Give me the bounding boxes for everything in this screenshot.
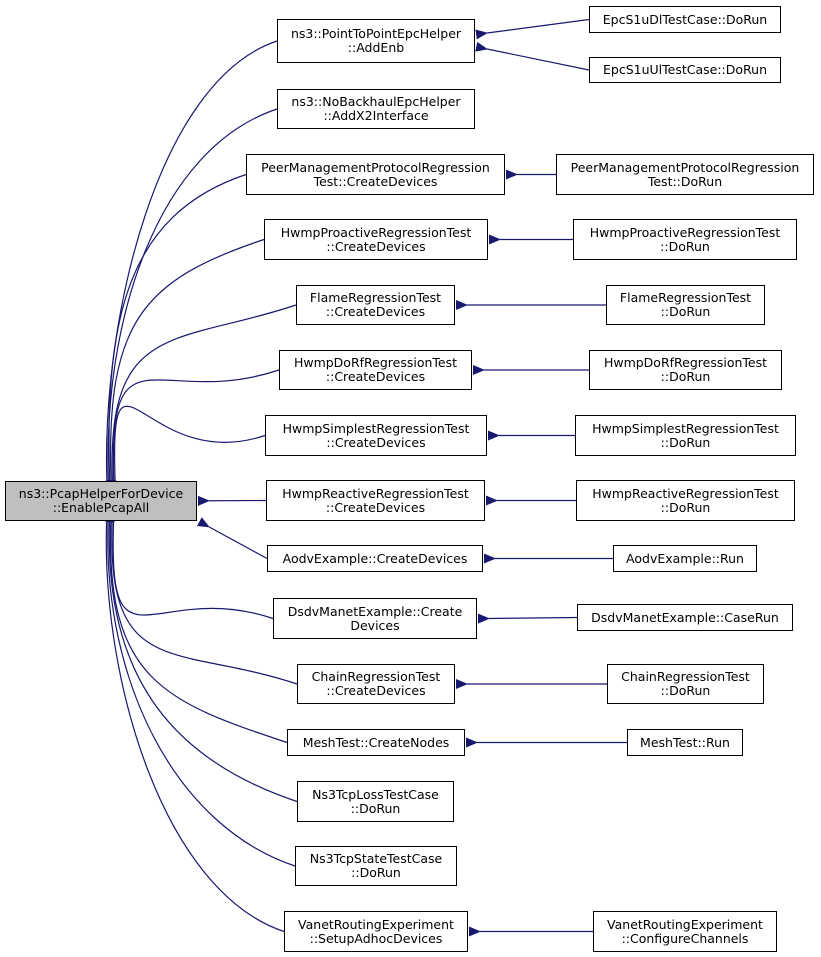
node-label-line: ::EnablePcapAll [52,500,150,515]
edge-c9-to-root [196,517,268,560]
edge-c7-to-root [110,405,266,491]
node-o8[interactable]: HwmpReactiveRegressionTest::DoRun [576,480,795,521]
node-label-line: PeerManagementProtocolRegression [261,159,490,175]
node-label-line: ::CreateDevices [325,304,426,319]
node-c7[interactable]: HwmpSimplestRegressionTest::CreateDevice… [265,415,487,456]
node-label-line: ::CreateDevices [325,369,426,384]
node-c9[interactable]: AodvExample::CreateDevices [267,545,483,572]
node-c15[interactable]: VanetRoutingExperiment::SetupAdhocDevice… [284,911,468,952]
node-label-line: ::DoRun [660,434,711,450]
node-c13[interactable]: Ns3TcpLossTestCase::DoRun [297,781,454,822]
node-root[interactable]: ns3::PcapHelperForDevice::EnablePcapAll [5,481,197,521]
node-label-line: ::ConfigureChannels [621,930,749,946]
node-label-line: FlameRegressionTest [619,290,752,305]
node-c14[interactable]: Ns3TcpStateTestCase::DoRun [295,846,457,886]
node-c4[interactable]: HwmpProactiveRegressionTest::CreateDevic… [264,219,488,260]
node-label-line: Ns3TcpLossTestCase [312,786,439,802]
node-label-line: ::DoRun [351,865,401,880]
node-label-line: ::CreateDevices [326,683,426,698]
node-label-line: DsdvManetExample::CaseRun [591,609,779,625]
edge-c10-to-root [108,511,274,620]
edge-o1a-to-c1 [475,18,590,40]
node-label-line: ns3::PointToPointEpcHelper [290,26,462,41]
node-o12[interactable]: MeshTest::Run [627,729,743,756]
edge-c12-to-root [106,511,288,744]
edge-c6-to-root [109,369,280,491]
node-label-line: ::DoRun [660,683,711,698]
node-label-line: ::AddEnb [347,40,405,55]
edge-c14-to-root [103,511,296,867]
node-label-line: ::CreateDevices [326,238,426,254]
node-label-line: HwmpDoRfRegressionTest [293,355,458,370]
node-o10[interactable]: DsdvManetExample::CaseRun [577,604,793,631]
node-o11[interactable]: ChainRegressionTest::DoRun [607,664,764,704]
node-c1[interactable]: ns3::PointToPointEpcHelper::AddEnb [277,19,475,63]
node-label-line: VanetRoutingExperiment [607,916,763,932]
node-label-line: HwmpProactiveRegressionTest [589,224,781,240]
edge-c3-to-root [104,173,247,491]
node-label-line: Test::CreateDevices [313,173,438,189]
node-label-line: ::DoRun [660,499,711,515]
node-label-line: DsdvManetExample::Create [287,603,463,619]
node-c8[interactable]: HwmpReactiveRegressionTest::CreateDevice… [266,480,485,521]
node-label-line: ::DoRun [660,369,711,384]
node-label-line: ::SetupAdhocDevices [309,930,443,946]
edge-c4-to-root [106,238,265,491]
node-label-line: EpcS1uDlTestCase::DoRun [602,11,768,27]
node-label-line: FlameRegressionTest [309,290,442,305]
node-label-line: ::AddX2Interface [323,108,429,123]
node-o15[interactable]: VanetRoutingExperiment::ConfigureChannel… [593,911,777,952]
node-c5[interactable]: FlameRegressionTest::CreateDevices [296,285,455,325]
node-o1a[interactable]: EpcS1uDlTestCase::DoRun [589,6,781,33]
edge-c5-to-root [107,304,297,491]
node-o9[interactable]: AodvExample::Run [613,545,757,572]
node-o7[interactable]: HwmpSimplestRegressionTest::DoRun [575,415,796,456]
node-label-line: Test::DoRun [647,173,723,189]
node-c2[interactable]: ns3::NoBackhaulEpcHelper::AddX2Interface [277,89,475,129]
node-o6[interactable]: HwmpDoRfRegressionTest::DoRun [589,350,782,390]
edge-c13-to-root [104,511,298,803]
node-label-line: ::CreateDevices [325,499,426,515]
node-label-line: ChainRegressionTest [311,669,441,684]
node-label-line: HwmpDoRfRegressionTest [603,355,768,370]
node-o5[interactable]: FlameRegressionTest::DoRun [606,285,765,325]
node-label-line: MeshTest::CreateNodes [302,734,450,750]
node-label-line: ::DoRun [660,238,710,254]
node-c11[interactable]: ChainRegressionTest::CreateDevices [297,664,455,704]
node-label-line: HwmpReactiveRegressionTest [592,485,779,501]
node-label-line: ::CreateDevices [326,434,426,450]
node-label-line: MeshTest::Run [640,734,730,750]
node-label-line: HwmpProactiveRegressionTest [280,224,472,240]
edge-c15-to-root [101,511,285,933]
node-label-line: HwmpReactiveRegressionTest [282,485,469,501]
node-label-line: ns3::PcapHelperForDevice [18,486,184,501]
edge-c1-to-root [102,40,278,491]
node-label-line: Ns3TcpStateTestCase [309,851,443,866]
node-label-line: HwmpSimplestRegressionTest [282,420,470,436]
node-o1b[interactable]: EpcS1uUlTestCase::DoRun [589,57,781,83]
node-label-line: ::DoRun [660,304,711,319]
node-label-line: VanetRoutingExperiment [298,916,454,932]
node-label-line: EpcS1uUlTestCase::DoRun [602,62,767,77]
node-c6[interactable]: HwmpDoRfRegressionTest::CreateDevices [279,350,472,390]
node-c12[interactable]: MeshTest::CreateNodes [287,729,465,756]
node-label-line: HwmpSimplestRegressionTest [592,420,779,436]
node-o4[interactable]: HwmpProactiveRegressionTest::DoRun [573,219,797,260]
node-label-line: ::DoRun [350,800,401,816]
node-label-line: AodvExample::Run [626,550,744,566]
node-label-line: AodvExample::CreateDevices [282,550,468,566]
edge-o1b-to-c1 [475,41,590,71]
edge-c11-to-root [107,511,298,685]
node-label-line: Devices [350,617,400,633]
edge-o10-to-c10 [477,613,578,624]
node-label-line: PeerManagementProtocolRegression [570,159,800,175]
node-label-line: ChainRegressionTest [621,669,750,684]
node-label-line: ns3::NoBackhaulEpcHelper [291,94,461,109]
